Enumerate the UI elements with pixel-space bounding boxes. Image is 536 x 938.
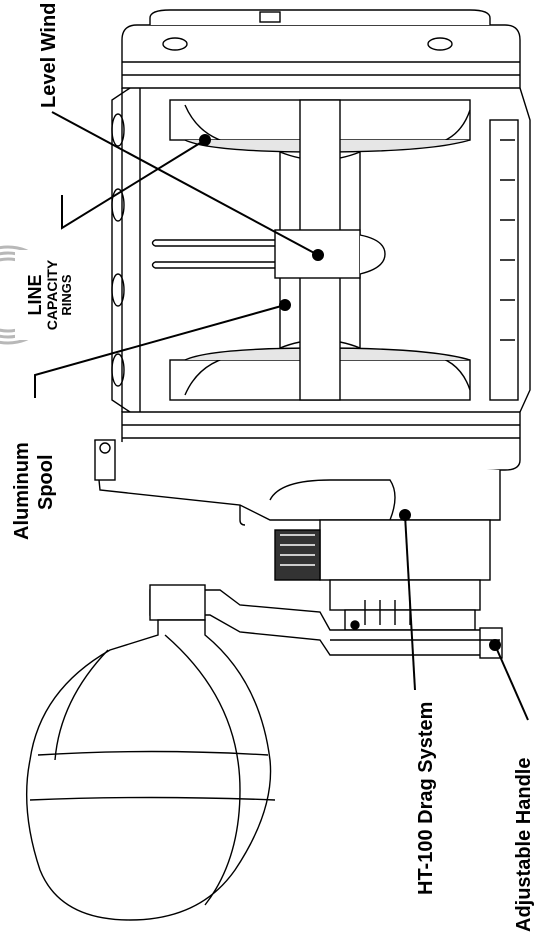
label-adjustable-handle: Adjustable Handle bbox=[513, 758, 535, 932]
left-frame bbox=[111, 87, 131, 413]
level-wind-leader bbox=[51, 111, 319, 256]
logo-line-text: LINE bbox=[25, 274, 45, 315]
handle-leader bbox=[494, 644, 529, 721]
line-capacity-rings-logo: LINE CAPACITY RINGS bbox=[0, 245, 74, 345]
label-spool: Spool bbox=[35, 454, 57, 510]
leader-lines bbox=[34, 111, 529, 721]
label-level-wind: Level Wind bbox=[38, 3, 60, 108]
label-aluminum: Aluminum bbox=[11, 442, 33, 540]
right-frame bbox=[519, 87, 531, 413]
drag-leader bbox=[404, 514, 416, 691]
line-capacity-leader bbox=[61, 139, 206, 230]
reel-body bbox=[25, 9, 531, 921]
spool-leader bbox=[34, 304, 286, 398]
logo-capacity-text: CAPACITY bbox=[44, 259, 60, 330]
top-end-cap bbox=[121, 24, 521, 89]
label-ht100-drag-system: HT-100 Drag System bbox=[415, 702, 437, 895]
logo-rings-text: RINGS bbox=[59, 274, 74, 316]
handle-knob bbox=[25, 619, 272, 921]
